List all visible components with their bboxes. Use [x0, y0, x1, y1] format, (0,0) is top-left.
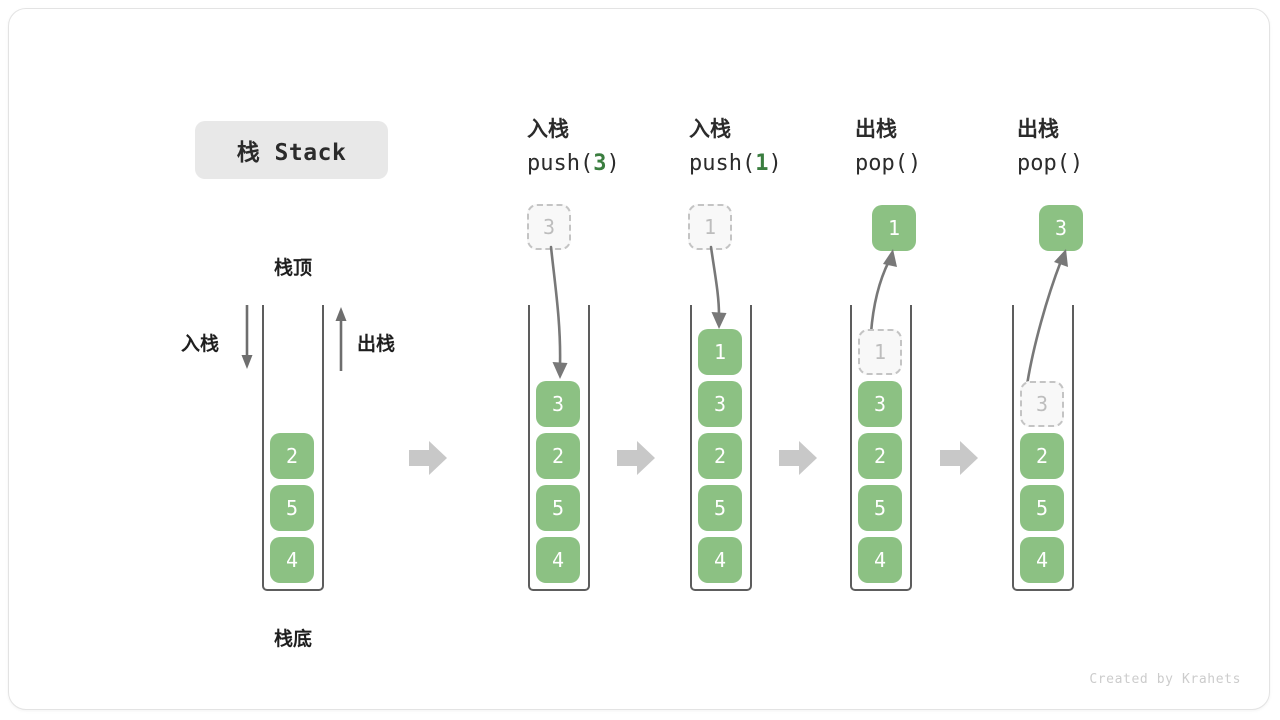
step-transition-arrow-icon — [617, 441, 655, 475]
stack-cell: 2 — [858, 433, 902, 479]
stack-container-pop-3 — [1012, 305, 1074, 591]
stack-cell: 4 — [858, 537, 902, 583]
step-transition-arrow-icon — [409, 441, 447, 475]
stack-cell: 3 — [698, 381, 742, 427]
stage-label-cn: 出栈 — [1017, 118, 1059, 141]
stack-cell: 5 — [858, 485, 902, 531]
stage-header-pop-3: 出栈 pop() — [1017, 113, 1187, 181]
stack-cell: 4 — [536, 537, 580, 583]
stack-title-text: 栈 Stack — [236, 140, 347, 166]
push-motion-arrow-icon — [709, 245, 727, 329]
stack-top-label: 栈顶 — [273, 258, 312, 279]
footer-credit: Created by Krahets — [1089, 672, 1241, 687]
stack-title-badge: 栈 Stack — [195, 121, 388, 179]
stack-cell: 2 — [536, 433, 580, 479]
stack-cell: 4 — [1020, 537, 1064, 583]
step-transition-arrow-icon — [940, 441, 978, 475]
stack-cell: 5 — [536, 485, 580, 531]
stage-label-cn: 入栈 — [689, 118, 731, 141]
floating-value-cell: 3 — [527, 204, 571, 250]
stack-cell-removed: 3 — [1020, 381, 1064, 427]
stack-cell: 5 — [1020, 485, 1064, 531]
pop-motion-arrow-icon — [1025, 249, 1068, 387]
stage-label-code: pop() — [855, 151, 922, 176]
stage-label-code: pop() — [1017, 151, 1084, 176]
stack-cell: 3 — [858, 381, 902, 427]
stack-cell: 5 — [270, 485, 314, 531]
step-transition-arrow-icon — [779, 441, 817, 475]
floating-value-cell: 1 — [688, 204, 732, 250]
stage-code-number: 1 — [755, 151, 769, 176]
stack-cell: 4 — [698, 537, 742, 583]
stack-container-pop-1 — [850, 305, 912, 591]
stack-container-push-3 — [528, 305, 590, 591]
stack-cell: 1 — [698, 329, 742, 375]
diagram-card: 栈 Stack 栈顶 入栈 出栈 2 5 4 栈底 入栈 push(3) 3 3… — [8, 8, 1270, 710]
stack-bottom-label: 栈底 — [273, 629, 312, 650]
stack-container-push-1 — [690, 305, 752, 591]
stage-label-code: push(3) — [527, 151, 620, 176]
stack-cell: 2 — [270, 433, 314, 479]
stack-cell: 2 — [698, 433, 742, 479]
stack-cell: 5 — [698, 485, 742, 531]
stage-label-cn: 出栈 — [855, 118, 897, 141]
stage-label-code: push(1) — [689, 151, 782, 176]
floating-value-cell: 3 — [1039, 205, 1083, 251]
stack-container-initial — [262, 305, 324, 591]
stack-cell: 2 — [1020, 433, 1064, 479]
push-direction-arrow-icon — [241, 305, 253, 369]
pop-motion-arrow-icon — [869, 249, 897, 335]
stage-header-push-1: 入栈 push(1) — [689, 113, 859, 181]
stage-header-push-3: 入栈 push(3) — [527, 113, 697, 181]
pop-direction-label: 出栈 — [357, 334, 396, 355]
stage-label-cn: 入栈 — [527, 118, 569, 141]
stack-cell: 4 — [270, 537, 314, 583]
floating-value-cell: 1 — [872, 205, 916, 251]
stage-code-number: 3 — [593, 151, 607, 176]
pop-direction-arrow-icon — [335, 307, 347, 371]
push-direction-label: 入栈 — [181, 334, 220, 355]
stack-cell: 3 — [536, 381, 580, 427]
stack-cell-removed: 1 — [858, 329, 902, 375]
stage-header-pop-1: 出栈 pop() — [855, 113, 1025, 181]
push-motion-arrow-icon — [549, 245, 568, 379]
